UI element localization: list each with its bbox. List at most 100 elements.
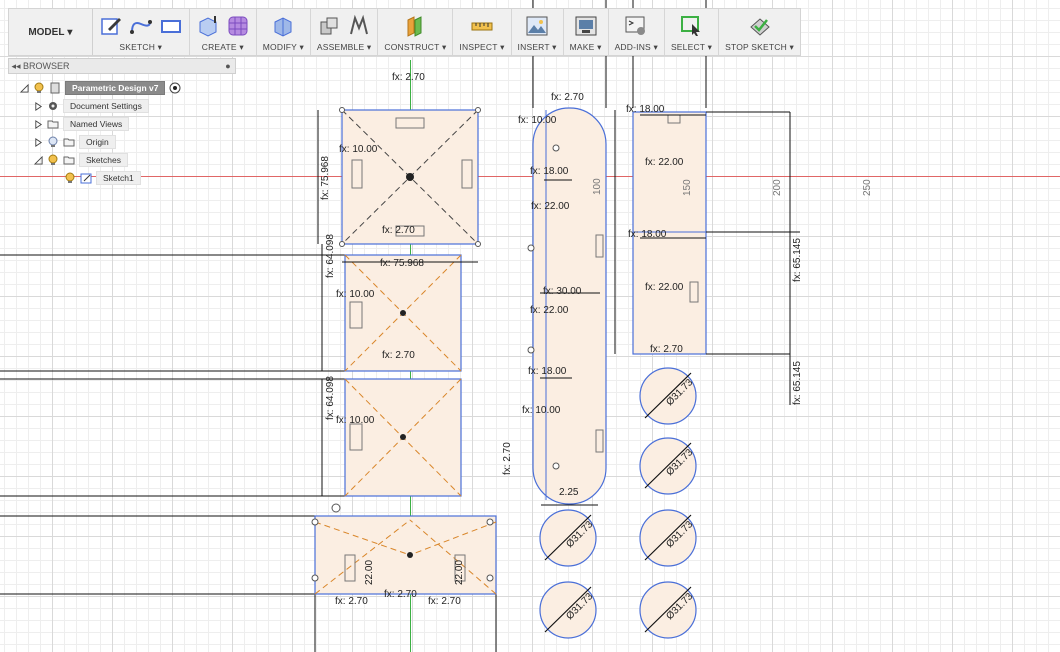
select-icon[interactable]: [680, 14, 704, 38]
tree-item-label[interactable]: Document Settings: [63, 99, 149, 113]
dim-stadium-18a[interactable]: fx: 18.00: [530, 166, 569, 177]
tree-root[interactable]: Parametric Design v7: [20, 80, 181, 96]
expanded-triangle-icon[interactable]: [34, 155, 43, 165]
dim-right-22a[interactable]: fx: 22.00: [645, 157, 684, 168]
dim-slot-d[interactable]: fx: 2.70: [382, 350, 415, 361]
panel-bottom[interactable]: [314, 515, 497, 595]
dim-stadium-100[interactable]: 100: [592, 178, 603, 195]
panel-stadium[interactable]: [532, 107, 607, 505]
toolbar-label-insert[interactable]: INSERT ▾: [517, 42, 557, 52]
lightbulb-off-icon[interactable]: [47, 136, 59, 148]
folder-icon: [63, 138, 75, 147]
tree-item-label[interactable]: Sketches: [79, 153, 128, 167]
toolbar-label-sketch[interactable]: SKETCH ▾: [119, 42, 163, 52]
workspace-switcher[interactable]: MODEL ▾: [9, 9, 93, 55]
expanded-triangle-icon[interactable]: [20, 83, 29, 93]
minimize-icon[interactable]: ●: [225, 61, 231, 71]
panel-upper-middle[interactable]: [344, 254, 462, 372]
dim-mid-height-a[interactable]: fx: 64.098: [325, 234, 336, 278]
offset-plane-icon[interactable]: [403, 14, 427, 38]
dim-bottom-b[interactable]: 22.00: [454, 560, 465, 585]
dim-slot-e[interactable]: fx: 10.00: [336, 415, 375, 426]
tree-item-origin[interactable]: Origin: [34, 134, 116, 150]
dim-right-bottom[interactable]: fx: 2.70: [650, 344, 683, 355]
dim-stadium-18b[interactable]: fx: 18.00: [528, 366, 567, 377]
dim-slot-c[interactable]: fx: 10.00: [336, 289, 375, 300]
dim-top-height[interactable]: fx: 75.968: [320, 156, 331, 200]
dim-stadium-22b[interactable]: fx: 22.00: [530, 305, 569, 316]
toolbar-label-construct[interactable]: CONSTRUCT ▾: [384, 42, 447, 52]
toolbar-label-stop-sketch[interactable]: STOP SKETCH ▾: [725, 42, 794, 52]
extrude-icon[interactable]: [196, 14, 220, 38]
dim-stadium-22a[interactable]: fx: 22.00: [531, 201, 570, 212]
dim-right-height-b[interactable]: fx: 65.145: [792, 361, 803, 405]
dim-bottom-mid[interactable]: fx: 2.70: [384, 589, 417, 600]
toolbar-label-inspect[interactable]: INSPECT ▾: [459, 42, 505, 52]
lightbulb-icon[interactable]: [47, 154, 59, 166]
tree-item-sketches[interactable]: Sketches: [34, 152, 128, 168]
dim-bottom-left[interactable]: fx: 2.70: [335, 596, 368, 607]
dim-slot-a[interactable]: fx: 10.00: [339, 144, 378, 155]
create-sketch-icon[interactable]: [99, 14, 123, 38]
collapsed-triangle-icon[interactable]: [34, 137, 43, 147]
tree-item-label[interactable]: Sketch1: [96, 171, 141, 185]
dim-right-18b[interactable]: fx: 18.00: [628, 229, 667, 240]
insert-image-icon[interactable]: [525, 14, 549, 38]
tree-item-named-views[interactable]: Named Views: [34, 116, 130, 132]
measure-icon[interactable]: [470, 14, 494, 38]
dim-right-height-a[interactable]: fx: 65.145: [792, 238, 803, 282]
tree-item-label[interactable]: Named Views: [63, 117, 130, 131]
collapsed-triangle-icon[interactable]: [34, 101, 43, 111]
collapsed-triangle-icon[interactable]: [34, 119, 43, 129]
sketch-icon: [80, 173, 92, 184]
dim-top-width[interactable]: fx: 2.70: [392, 72, 425, 83]
toolbar-label-modify[interactable]: MODIFY ▾: [262, 42, 304, 52]
dim-stadium-225[interactable]: 2.25: [559, 487, 579, 498]
ruler-250: 250: [862, 179, 873, 196]
collapse-browser-icon[interactable]: ◂◂: [11, 60, 21, 71]
dim-stadium-side[interactable]: fx: 2.70: [502, 442, 513, 475]
dim-stadium-30[interactable]: fx: 30.00: [543, 286, 582, 297]
dim-top-width-h[interactable]: fx: 75.968: [380, 258, 424, 269]
toolbar-label-create[interactable]: CREATE ▾: [201, 42, 244, 52]
press-pull-icon[interactable]: [271, 14, 295, 38]
dim-mid-height-b[interactable]: fx: 64.098: [325, 376, 336, 420]
tree-item-label[interactable]: Origin: [79, 135, 116, 149]
toolbar-group-sketch: SKETCH ▾: [93, 9, 190, 55]
toolbar-group-inspect: INSPECT ▾: [453, 9, 512, 55]
toolbar-label-addins[interactable]: ADD-INS ▾: [614, 42, 658, 52]
x-axis-line: [0, 176, 1060, 177]
panel-lower-middle[interactable]: [344, 378, 462, 497]
dim-stadium-slot[interactable]: fx: 10.00: [518, 115, 557, 126]
stop-sketch-icon[interactable]: [748, 14, 772, 38]
dim-bottom-a[interactable]: 22.00: [364, 560, 375, 585]
folder-icon: [63, 156, 75, 165]
toolbar-label-make[interactable]: MAKE ▾: [569, 42, 602, 52]
toolbar-label-select[interactable]: SELECT ▾: [670, 42, 713, 52]
line-icon[interactable]: [129, 14, 153, 38]
dim-slot-b[interactable]: fx: 2.70: [382, 225, 415, 236]
radio-active-icon[interactable]: [169, 82, 181, 94]
toolbar-label-assemble[interactable]: ASSEMBLE ▾: [316, 42, 372, 52]
dim-stadium-top[interactable]: fx: 2.70: [551, 92, 584, 103]
scripts-icon[interactable]: [624, 14, 648, 38]
tree-item-document-settings[interactable]: Document Settings: [34, 98, 149, 114]
dim-right-22b[interactable]: fx: 22.00: [645, 282, 684, 293]
3d-print-icon[interactable]: [574, 14, 598, 38]
dim-bottom-right[interactable]: fx: 2.70: [428, 596, 461, 607]
lightbulb-icon[interactable]: [64, 172, 76, 184]
tree-item-sketch1[interactable]: Sketch1: [64, 170, 141, 186]
panel-top[interactable]: [341, 109, 479, 245]
panel-right[interactable]: [632, 111, 707, 355]
dim-right-18a[interactable]: fx: 18.00: [626, 104, 665, 115]
rectangle-icon[interactable]: [159, 14, 183, 38]
form-icon[interactable]: [226, 14, 250, 38]
dim-stadium-10[interactable]: fx: 10.00: [522, 405, 561, 416]
tree-root-label[interactable]: Parametric Design v7: [65, 81, 166, 95]
new-component-icon[interactable]: [317, 14, 341, 38]
reference-lines: [0, 0, 707, 652]
lightbulb-icon[interactable]: [33, 82, 45, 94]
joint-icon[interactable]: [347, 14, 371, 38]
